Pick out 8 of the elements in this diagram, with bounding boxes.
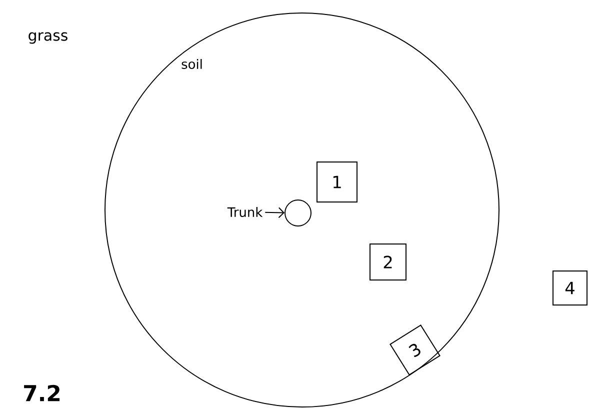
numbered-box: 2 <box>370 244 406 280</box>
ground-label: grass <box>28 32 68 44</box>
numbered-box: 4 <box>552 270 588 306</box>
arrow <box>264 207 284 218</box>
figure-number: 7.2 <box>24 384 60 402</box>
trunk-label: Trunk <box>227 206 263 218</box>
trunk-circle <box>284 200 312 226</box>
numbered-box: 1 <box>316 162 358 202</box>
